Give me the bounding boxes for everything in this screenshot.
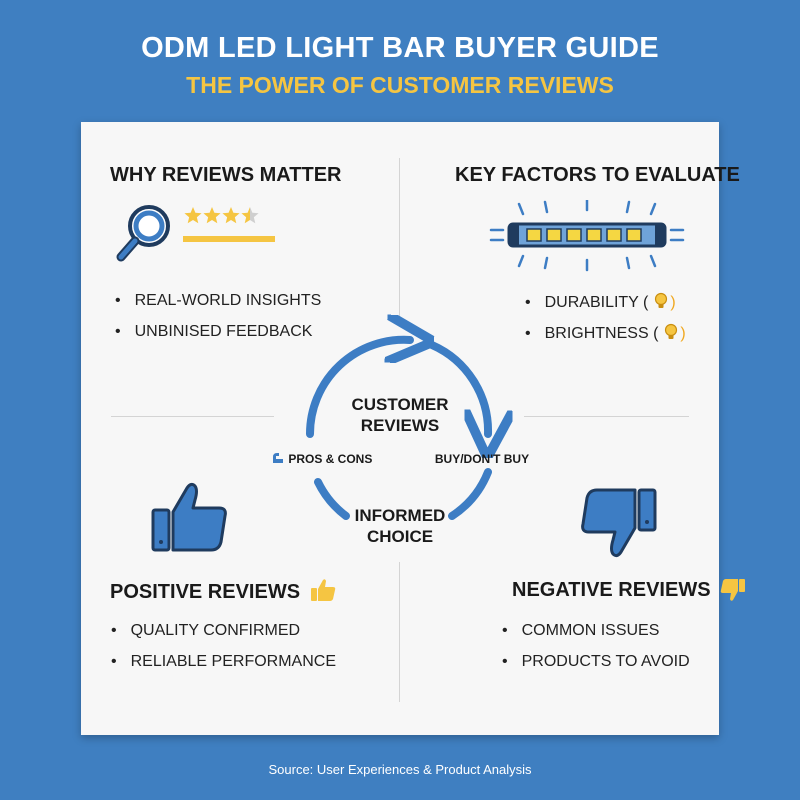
- rating-star: [203, 207, 221, 224]
- source-note: Source: User Experiences & Product Analy…: [268, 762, 532, 777]
- star-rating-icon: [184, 207, 259, 224]
- cycle-arrow-right: [428, 341, 488, 434]
- rating-star: [241, 207, 259, 224]
- positive-reviews-bullets: QUALITY CONFIRMED RELIABLE PERFORMANCE: [111, 615, 336, 677]
- rating-star: [184, 207, 202, 224]
- cycle-arrow-top: [305, 340, 410, 438]
- flexed-arm-icon: [273, 453, 283, 463]
- guide-card: WHY REVIEWS MATTER REAL-WORLD INSIGHTS U…: [81, 122, 746, 735]
- cycle-left-label: PROS & CONS: [271, 452, 391, 466]
- why-reviews-title: WHY REVIEWS MATTER: [110, 164, 342, 186]
- lightbulb-icon: [665, 323, 678, 339]
- list-item: RELIABLE PERFORMANCE: [111, 646, 336, 677]
- list-item: DURABILITY (): [525, 287, 686, 318]
- page-subtitle: THE POWER OF CUSTOMER REVIEWS: [186, 72, 614, 98]
- led-light-bar-icon: [489, 200, 685, 272]
- cycle-right-label: BUY/DON'T BUY: [434, 452, 530, 466]
- list-item: QUALITY CONFIRMED: [111, 615, 336, 646]
- list-item: REAL-WORLD INSIGHTS: [115, 285, 322, 316]
- thumbs-down-icon: [581, 488, 657, 558]
- page-title: ODM LED LIGHT BAR BUYER GUIDE: [141, 32, 659, 64]
- thumbs-up-icon: [151, 482, 227, 552]
- list-item: COMMON ISSUES: [502, 615, 690, 646]
- lightbulb-icon: [655, 292, 668, 308]
- list-item: PRODUCTS TO AVOID: [502, 646, 690, 677]
- negative-reviews-bullets: COMMON ISSUES PRODUCTS TO AVOID: [502, 615, 690, 677]
- positive-reviews-title: POSITIVE REVIEWS: [110, 578, 336, 604]
- thumbs-down-emoji-icon: [720, 579, 746, 601]
- thumbs-up-emoji-icon: [310, 579, 335, 601]
- rating-underline: [183, 236, 275, 242]
- rating-star: [222, 207, 240, 224]
- vertical-divider-top: [399, 158, 400, 318]
- horizontal-divider-left: [111, 416, 274, 417]
- magnifier-rating-icon: [116, 205, 275, 262]
- cycle-arc-bottom-left: [314, 478, 350, 520]
- vertical-divider-bottom: [399, 562, 400, 702]
- light-rays: [489, 200, 685, 272]
- list-item: UNBINISED FEEDBACK: [115, 316, 321, 347]
- review-cycle-diagram: [305, 302, 530, 520]
- horizontal-divider-right: [524, 416, 689, 417]
- negative-reviews-title: NEGATIVE REVIEWS: [512, 578, 746, 602]
- key-factors-bullets: DURABILITY () BRIGHTNESS (): [525, 287, 686, 349]
- magnifier-icon: [116, 205, 170, 262]
- key-factors-title: KEY FACTORS TO EVALUATE: [455, 164, 740, 186]
- cycle-arc-bottom-right: [448, 468, 492, 520]
- why-reviews-bullets: REAL-WORLD INSIGHTS UNBINISED FEEDBACK: [115, 285, 322, 347]
- list-item: BRIGHTNESS (): [525, 318, 686, 349]
